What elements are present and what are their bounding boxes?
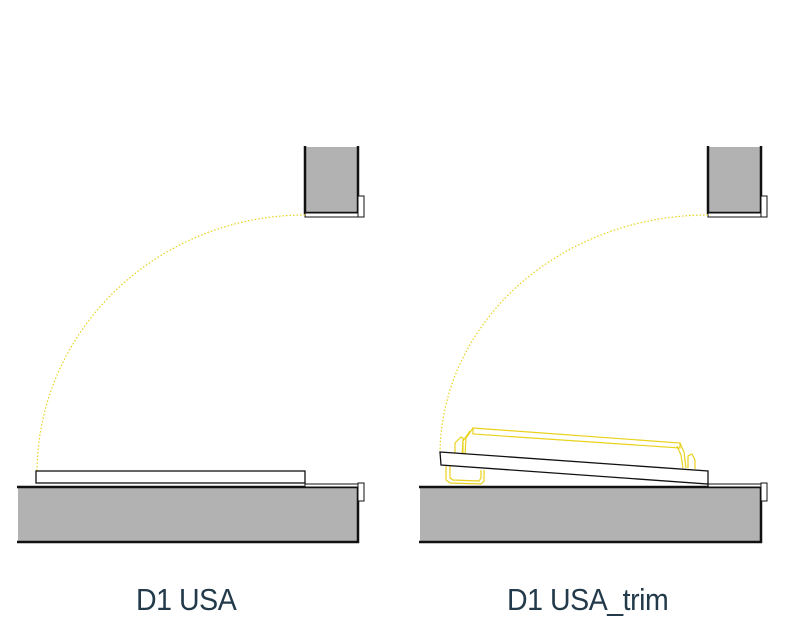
door-leaf-left (35, 470, 306, 484)
base-wall-left (17, 482, 365, 544)
panel-left (17, 146, 365, 544)
trim-frame (445, 427, 696, 485)
caption-d1-usa: D1 USA (136, 582, 237, 617)
base-wall-right (419, 482, 768, 544)
caption-d1-usa-trim: D1 USA_trim (507, 582, 669, 617)
upper-wall-right (706, 146, 768, 218)
swing-arc-left (36, 214, 306, 473)
upper-wall-left (303, 146, 365, 218)
panel-right (419, 146, 768, 544)
trim-clip-left (454, 436, 464, 456)
swing-arc-right (439, 214, 709, 453)
handle-icon (445, 466, 485, 485)
trim-clip-right (687, 453, 696, 469)
